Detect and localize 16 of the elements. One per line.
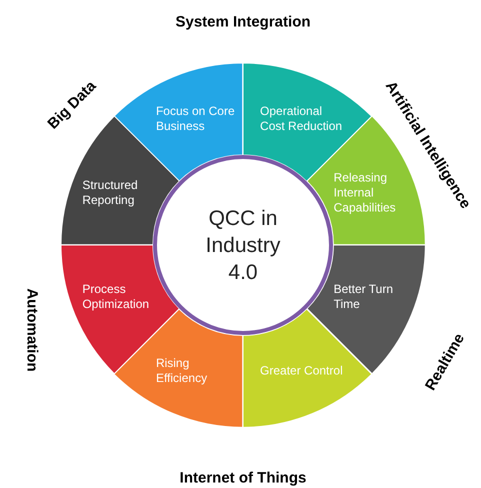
segment-label: Operational Cost Reduction bbox=[260, 104, 344, 134]
ring-segment bbox=[306, 245, 425, 374]
ring-caption: Automation bbox=[24, 288, 40, 372]
ring-caption: Internet of Things bbox=[180, 470, 306, 486]
segment-label: Better Turn Time bbox=[334, 282, 394, 312]
segment-label: Focus on Core Business bbox=[156, 104, 236, 134]
ring-segment bbox=[243, 308, 372, 427]
segment-label: Structured Reporting bbox=[82, 178, 139, 208]
ring-segment bbox=[114, 63, 243, 182]
ring-caption: System Integration bbox=[175, 14, 311, 30]
segment-label: Greater Control bbox=[260, 363, 344, 378]
segment-label: Rising Efficiency bbox=[156, 356, 208, 386]
ring-segment bbox=[114, 308, 243, 427]
center-title: QCC in Industry 4.0 bbox=[204, 206, 282, 286]
segment-label: Releasing Internal Capabilities bbox=[334, 170, 397, 216]
segment-label: Process Optimization bbox=[82, 282, 150, 312]
